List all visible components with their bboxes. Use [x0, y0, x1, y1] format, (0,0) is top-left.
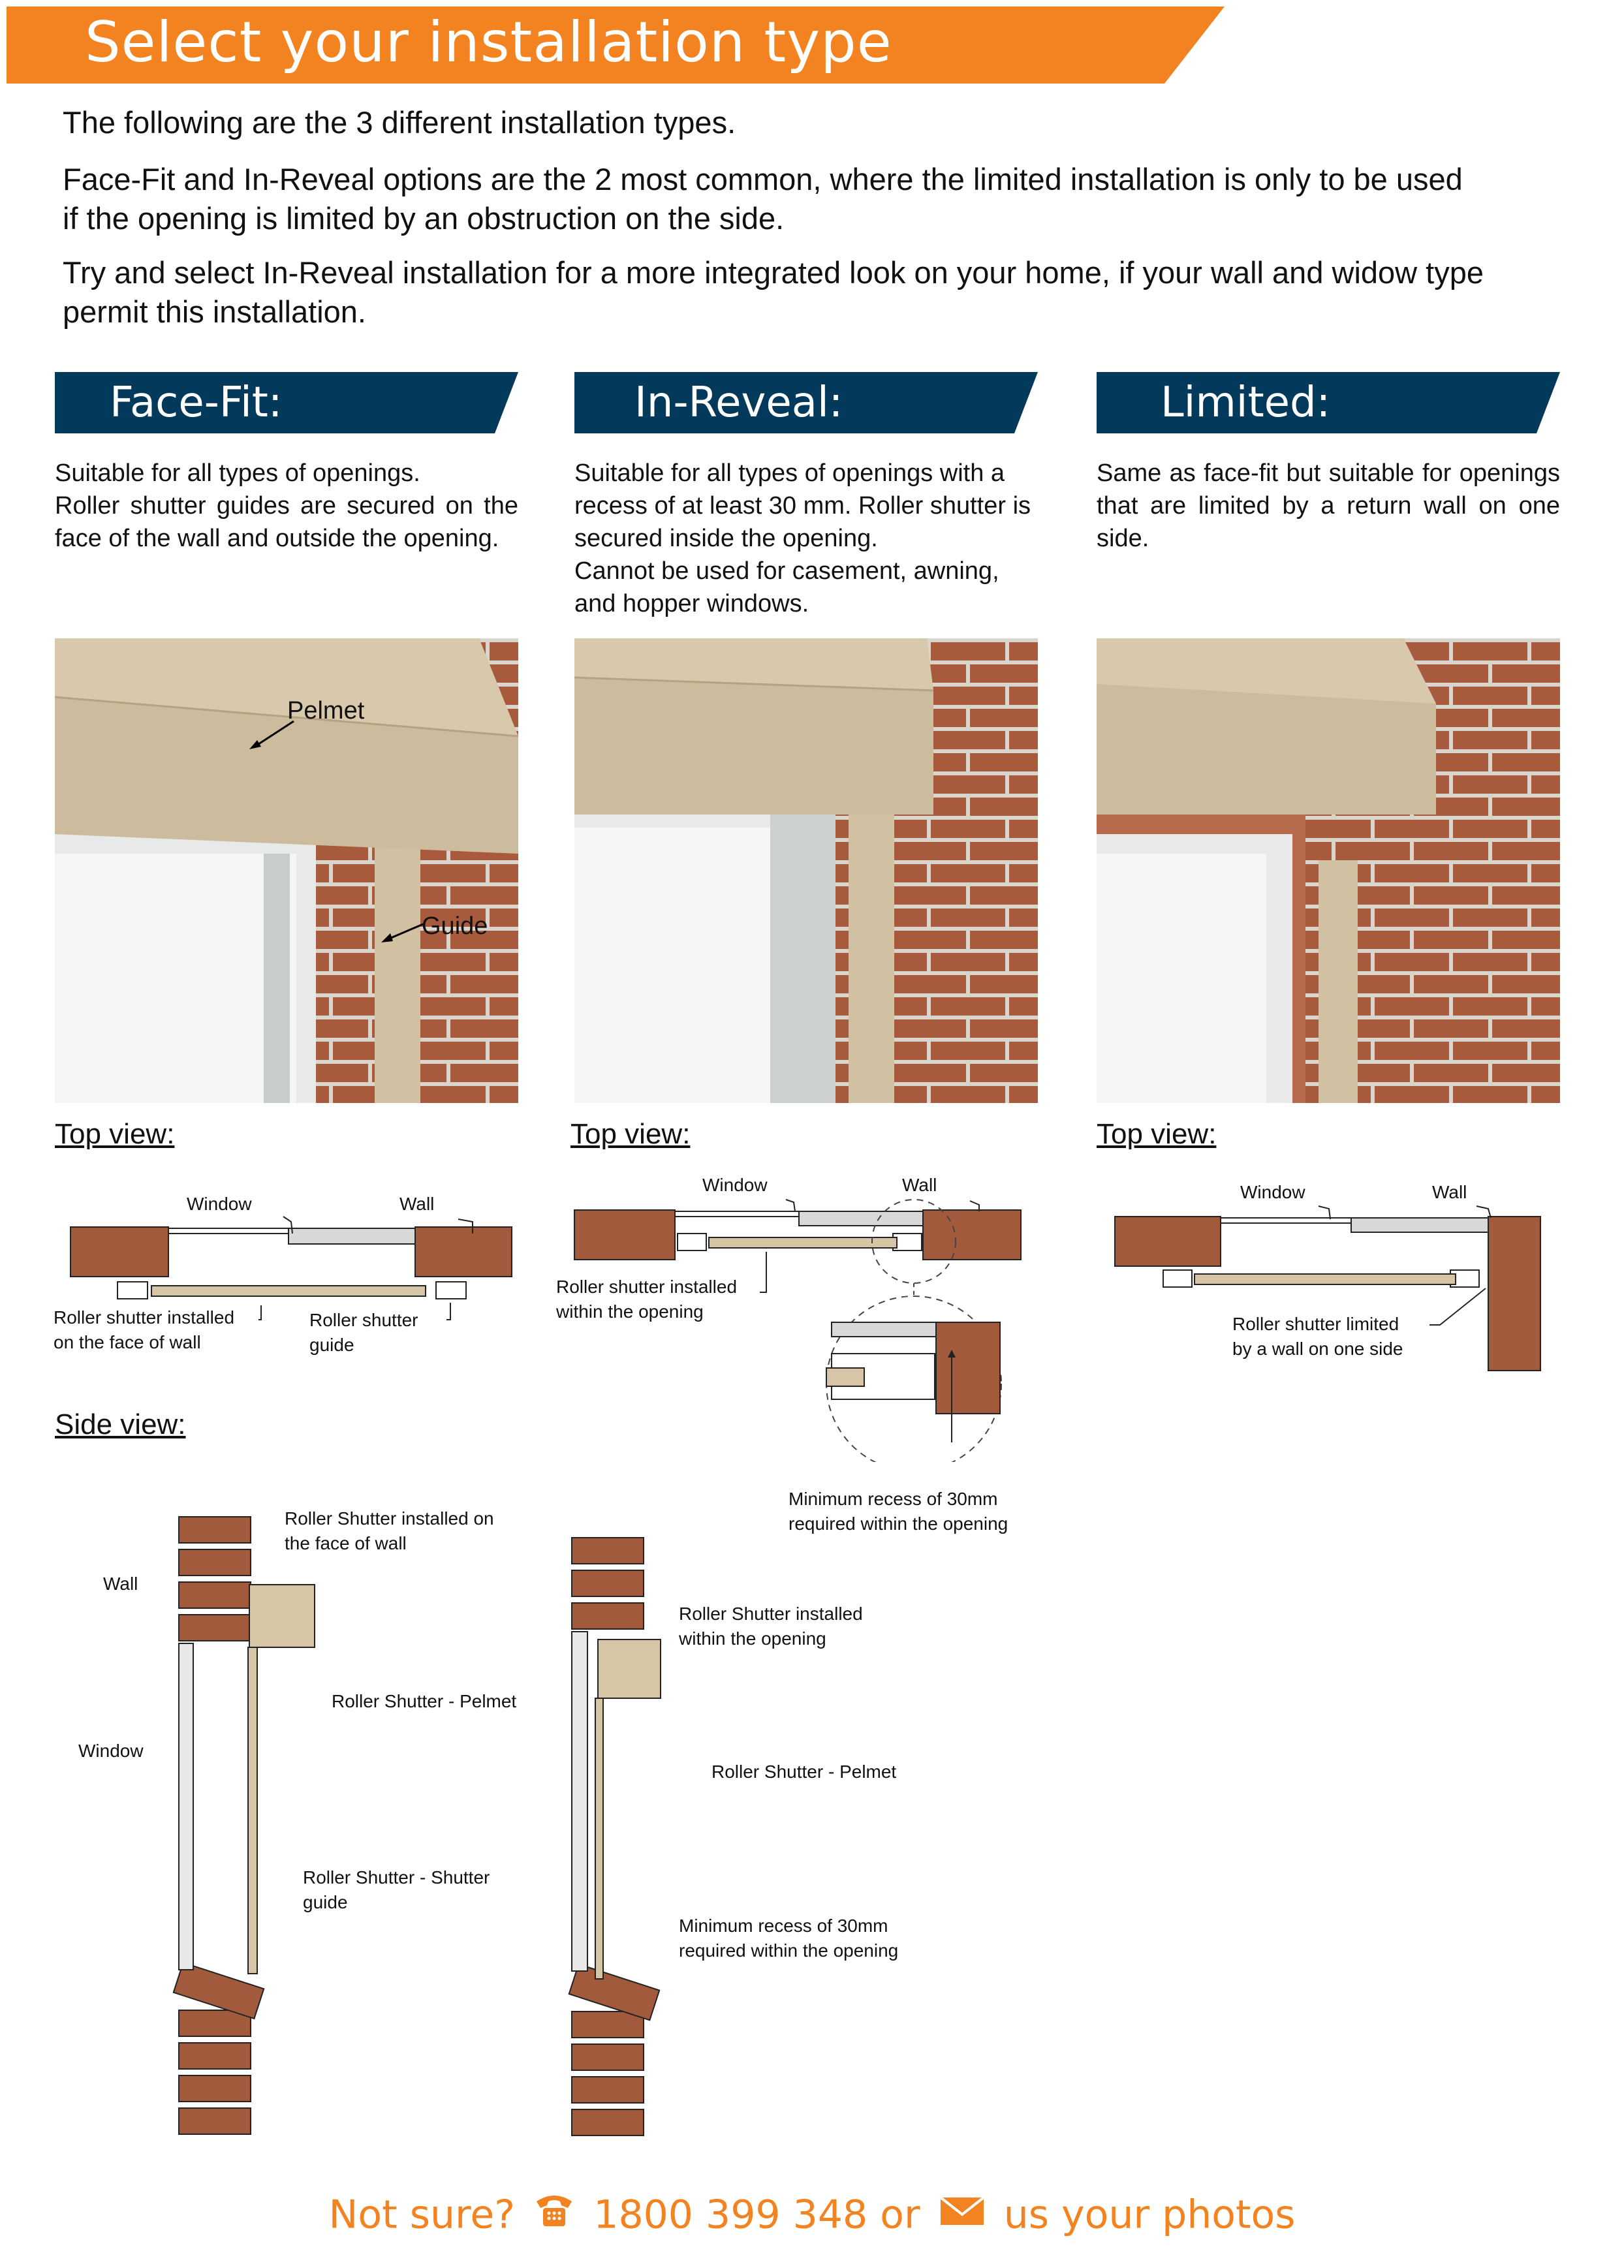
facefit-desc-1: Suitable for all types of openings. — [55, 459, 420, 487]
pelmet-arrow — [249, 720, 294, 749]
intro-line-5: permit this installation. — [63, 294, 366, 329]
inreveal-topview-heading: Top view: — [570, 1118, 691, 1150]
intro-line-1: The following are the 3 different instal… — [63, 105, 736, 140]
ff-guide-label-1: Roller shutter — [309, 1310, 418, 1330]
ff-shutter-label-1: Roller shutter installed — [54, 1307, 235, 1328]
inreveal-topview-diagram — [574, 1199, 1022, 1462]
ir-recess-label-1: Minimum recess of 30mm — [789, 1489, 998, 1509]
footer-contact: Not sure? 1800 399 348 or us your photos — [0, 2186, 1624, 2239]
facefit-heading: Face-Fit: — [110, 379, 283, 427]
ff-wall-label: Wall — [399, 1194, 435, 1214]
lim-wall-label: Wall — [1432, 1182, 1467, 1202]
inreveal-heading-bar — [574, 372, 1038, 433]
limited-topview-heading: Top view: — [1097, 1118, 1217, 1150]
lim-window-label: Window — [1240, 1182, 1305, 1202]
facefit-photo — [55, 638, 518, 1103]
header-banner — [7, 7, 1225, 84]
inreveal-description: Suitable for all types of openings with … — [574, 457, 1041, 620]
footer-phone[interactable]: 1800 399 348 or — [593, 2192, 920, 2238]
inreveal-heading: In-Reveal: — [634, 379, 843, 427]
facefit-heading-bar — [55, 372, 518, 433]
inreveal-desc-1: Suitable for all types of openings with … — [574, 459, 1031, 552]
sv-guide-label-1: Roller Shutter - Shutter — [303, 1867, 490, 1887]
lim-shutter-label-2: by a wall on one side — [1232, 1339, 1403, 1359]
sv-within-label-2: within the opening — [679, 1628, 826, 1649]
ir-recess-label-2: required within the opening — [789, 1514, 1008, 1534]
guide-arrow — [381, 923, 424, 942]
inreveal-sideview-diagram — [568, 1537, 661, 2136]
sv-within-label-1: Roller Shutter installed — [679, 1604, 863, 1624]
side-view-heading: Side view: — [55, 1408, 186, 1440]
footer-not-sure: Not sure? — [328, 2192, 516, 2238]
ff-guide-label-2: guide — [309, 1335, 354, 1355]
ff-window-label: Window — [187, 1194, 252, 1214]
intro-line-3: if the opening is limited by an obstruct… — [63, 201, 785, 236]
facefit-topview-heading: Top view: — [55, 1118, 175, 1150]
facefit-topview-diagram — [70, 1216, 512, 1320]
inreveal-desc-2: Cannot be used for casement, awning, and… — [574, 557, 999, 617]
intro-line-2: Face-Fit and In-Reveal options are the 2… — [63, 162, 1463, 196]
facefit-description: Suitable for all types of openings. Roll… — [55, 457, 518, 555]
inreveal-photo — [574, 638, 1038, 1103]
sv-guide-label-2: guide — [303, 1892, 348, 1912]
sv-ir-recess-label-2: required within the opening — [679, 1940, 899, 1961]
ff-shutter-label-2: on the face of wall — [54, 1332, 201, 1352]
ir-wall-label: Wall — [902, 1175, 937, 1195]
sv-face-label-2: the face of wall — [285, 1533, 407, 1553]
ir-shutter-label-2: within the opening — [556, 1301, 704, 1322]
sv-pelmet-label: Roller Shutter - Pelmet — [332, 1691, 517, 1711]
limited-topview-diagram — [1114, 1205, 1541, 1371]
guide-label: Guide — [422, 912, 488, 940]
pelmet-label: Pelmet — [287, 697, 365, 724]
lim-shutter-label-1: Roller shutter limited — [1232, 1314, 1399, 1334]
limited-heading-bar — [1097, 372, 1560, 433]
footer-photos[interactable]: us your photos — [1003, 2192, 1296, 2238]
ir-window-label: Window — [702, 1175, 768, 1195]
intro-line-4: Try and select In-Reveal installation fo… — [63, 255, 1484, 290]
limited-photo — [1097, 638, 1560, 1103]
sv-ir-pelmet-label: Roller Shutter - Pelmet — [711, 1762, 897, 1782]
sv-wall-label: Wall — [103, 1574, 138, 1594]
phone-icon[interactable] — [534, 2188, 574, 2241]
facefit-desc-2: Roller shutter guides are secured on the… — [55, 492, 518, 552]
sv-face-label-1: Roller Shutter installed on — [285, 1508, 494, 1529]
limited-description: Same as face-fit but suitable for openin… — [1097, 457, 1560, 555]
envelope-icon[interactable] — [939, 2188, 985, 2241]
limited-heading: Limited: — [1161, 379, 1331, 427]
facefit-sideview-diagram — [172, 1516, 315, 2135]
ir-shutter-label-1: Roller shutter installed — [556, 1277, 738, 1297]
sv-ir-recess-label-1: Minimum recess of 30mm — [679, 1916, 888, 1936]
sv-window-label: Window — [78, 1741, 144, 1761]
page-title: Select your installation type — [85, 10, 892, 75]
limited-desc-1: Same as face-fit but suitable for openin… — [1097, 459, 1560, 552]
